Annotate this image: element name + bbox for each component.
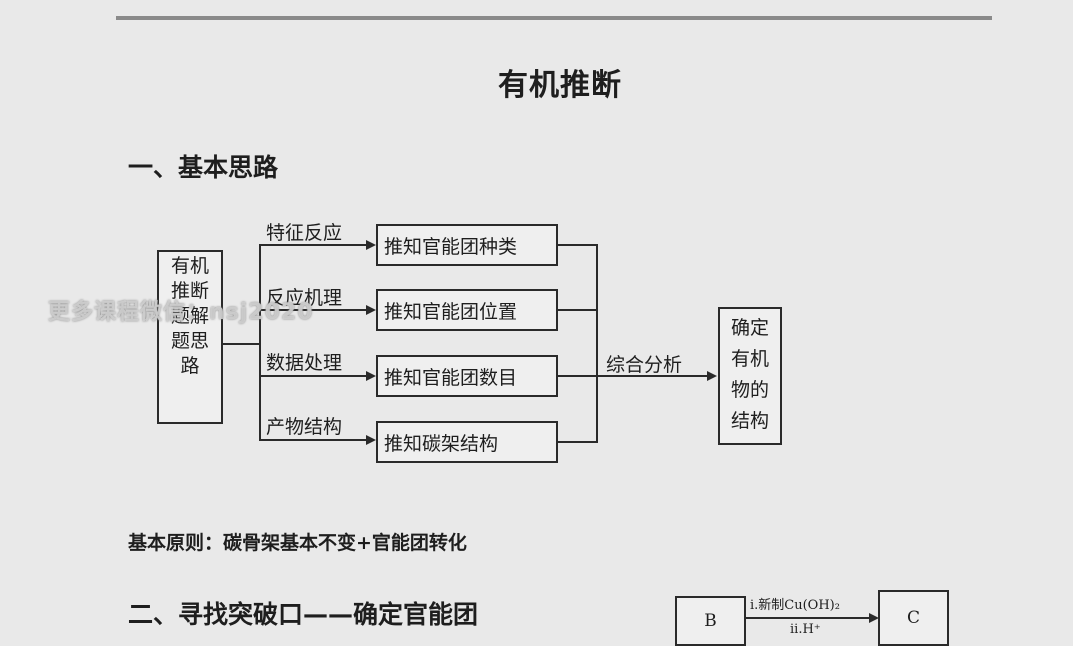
branch-arrow-line [259, 309, 367, 311]
merge-vertical-line [596, 244, 598, 443]
reaction-condition: i.新制Cu(OH)₂ [750, 598, 840, 613]
merge-label: 综合分析 [606, 354, 683, 376]
arrow-head [366, 305, 376, 315]
reaction-to: C [906, 608, 920, 628]
merge-line [558, 309, 598, 311]
end-box-line: 确定 [730, 317, 769, 339]
arrow-head [707, 371, 717, 381]
end-box-line: 物的 [730, 379, 769, 401]
reaction-box-b: B [675, 596, 746, 646]
result-text: 推知官能团位置 [384, 300, 518, 323]
merge-arrow-line [596, 375, 708, 377]
arrow-head [366, 371, 376, 381]
result-text: 推知官能团种类 [384, 235, 518, 258]
branch-arrow-line [259, 244, 367, 246]
reaction-condition-2: ii.H⁺ [790, 622, 821, 637]
start-box-line: 题思 [170, 330, 209, 352]
branch-label: 特征反应 [266, 222, 343, 244]
start-box-line: 题解 [170, 305, 209, 327]
arrow-head [366, 435, 376, 445]
end-box-line: 有机 [730, 348, 769, 370]
start-box-line: 路 [180, 355, 200, 377]
start-box-line: 推断 [170, 280, 209, 302]
result-box: 推知碳架结构 [376, 421, 558, 463]
branch-arrow-line [259, 439, 367, 441]
branch-label: 反应机理 [266, 287, 343, 309]
reaction-box-c: C [878, 590, 949, 646]
reaction-arrow-line [746, 617, 871, 619]
merge-line [558, 375, 598, 377]
connector-line [223, 343, 261, 345]
arrow-head [366, 240, 376, 250]
result-box: 推知官能团数目 [376, 355, 558, 397]
result-text: 推知官能团数目 [384, 366, 518, 389]
page-title: 有机推断 [498, 68, 622, 103]
section-heading-2: 二、寻找突破口——确定官能团 [128, 600, 479, 629]
branch-label: 数据处理 [266, 352, 343, 374]
start-box: 有机 推断 题解 题思 路 [157, 250, 223, 424]
start-box-line: 有机 [170, 255, 209, 277]
section-heading-1: 一、基本思路 [128, 153, 279, 182]
branch-arrow-line [259, 375, 367, 377]
principle-text: 基本原则：碳骨架基本不变+官能团转化 [128, 532, 467, 554]
top-divider [116, 16, 992, 20]
merge-line [558, 244, 598, 246]
split-vertical-line [259, 244, 261, 440]
result-box: 推知官能团位置 [376, 289, 558, 331]
merge-line [558, 441, 598, 443]
watermark: 更多课程微信：nsj2020 [48, 300, 314, 325]
reaction-from: B [704, 611, 717, 631]
result-text: 推知碳架结构 [384, 432, 499, 455]
end-box-line: 结构 [730, 410, 769, 432]
end-box: 确定 有机 物的 结构 [718, 307, 782, 445]
result-box: 推知官能团种类 [376, 224, 558, 266]
branch-label: 产物结构 [266, 416, 343, 438]
arrow-head [869, 613, 879, 623]
